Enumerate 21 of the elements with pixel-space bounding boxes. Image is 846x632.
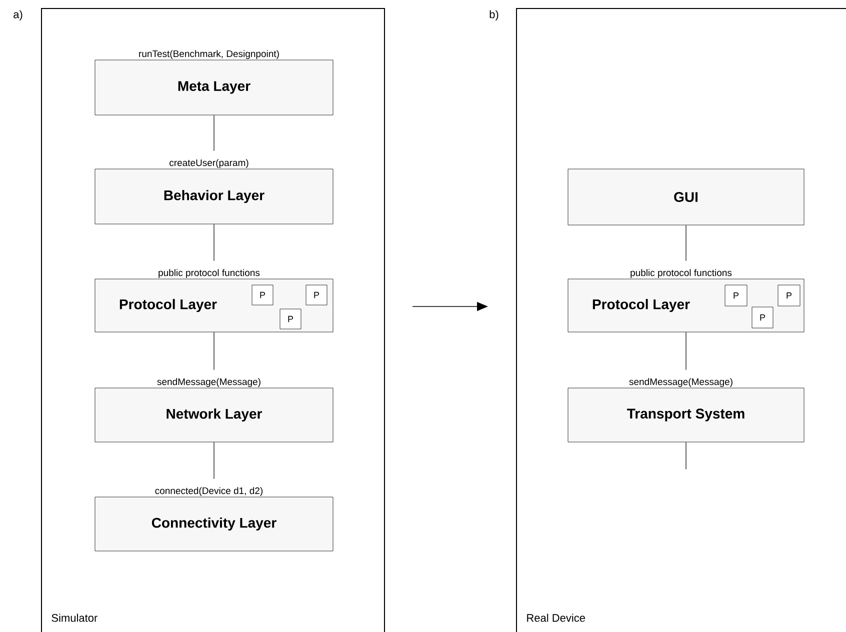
interface-label: runTest(Benchmark, Designpoint) (139, 50, 279, 59)
interface-label: sendMessage(Message) (157, 378, 260, 387)
protocol-box: P (778, 284, 800, 306)
layer-box: Transport System (568, 388, 804, 442)
layer-box: Meta Layer (94, 60, 334, 116)
protocol-box: P (724, 284, 748, 306)
interface-label: public protocol functions (630, 269, 732, 278)
interface-label: public protocol functions (158, 269, 260, 278)
interface-label: createUser(param) (170, 159, 248, 168)
layer-box: Connectivity Layer (94, 496, 334, 552)
layer-box: Behavior Layer (94, 168, 334, 224)
protocol-box: P (280, 308, 302, 330)
layer-box: Network Layer (94, 388, 334, 442)
panel-label: b) (490, 10, 498, 20)
interface-label: sendMessage(Message) (629, 378, 732, 387)
panel-label: a) (14, 10, 22, 20)
protocol-box: P (252, 284, 274, 306)
protocol-box: P (306, 284, 328, 306)
protocol-box: P (752, 306, 774, 328)
interface-label: connected(Device d1, d2) (155, 487, 263, 496)
layer-box: GUI (568, 168, 804, 226)
